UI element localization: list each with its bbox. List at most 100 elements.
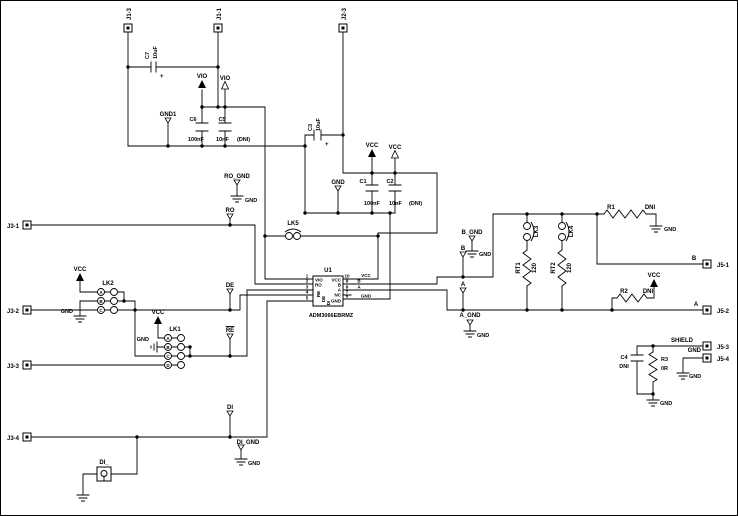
gnd-text-a: GND	[477, 333, 489, 339]
res-value-r2: DNI	[643, 289, 654, 295]
pin-net-a: A	[357, 285, 361, 290]
pin-num-2: 2	[306, 279, 309, 284]
lk2-pos-c: C	[99, 308, 103, 313]
connector-j2-3	[338, 23, 348, 33]
lk2-pos-a: A	[99, 290, 103, 295]
pin-net-vcc: VCC	[361, 273, 371, 278]
pin-net-b: B	[357, 279, 361, 284]
pin-num-7: 7	[346, 290, 349, 295]
net-label-di: DI	[227, 405, 233, 411]
cap-ref-c4: C4	[620, 355, 628, 361]
net-label-di-gnd: DI_GND	[237, 440, 260, 446]
b-tp-icon	[459, 251, 467, 258]
net-label-vio-2: VIO	[220, 76, 231, 82]
connector-j1-1	[213, 23, 223, 33]
cap-value-c2: 10nF	[389, 201, 402, 207]
power-arrows	[76, 80, 658, 324]
pin-name-gnd: GND	[331, 299, 342, 304]
res-ref-rt2: RT2	[551, 262, 557, 274]
a-gnd-tp-icon	[466, 319, 474, 326]
resistor-r2-body	[616, 293, 648, 303]
connector-label-j5-1: J5-1	[717, 263, 730, 269]
ic-u1	[304, 275, 352, 307]
cap-value-c4: DNI	[619, 364, 629, 370]
gnd-symbol-r3	[646, 399, 660, 407]
wires-logic-left-section	[30, 184, 314, 496]
resistor-r1-body	[603, 209, 647, 219]
cap-value-c5: 10nF	[216, 137, 229, 143]
net-label-a-gnd: A_GND	[459, 313, 481, 319]
net-label-gnd-j5: GND	[688, 348, 702, 354]
jumper-lk4	[558, 221, 570, 242]
pin-num-5: 5	[306, 296, 309, 301]
res-ref-r2: R2	[620, 289, 628, 295]
jumper-label-lk4: LK4	[569, 225, 575, 237]
ic-ref-u1: U1	[324, 268, 332, 274]
pin-num-9: 9	[346, 279, 349, 284]
cap-value-c1: 100nF	[364, 201, 381, 207]
gnd-text-lk2: GND	[61, 309, 73, 315]
res-value-rt2: 120	[567, 262, 573, 273]
connector-j5-4	[702, 353, 712, 363]
net-label-vcc-2: VCC	[389, 145, 402, 151]
net-label-ro-gnd: RO_GND	[224, 174, 250, 180]
jumper-label-lk5: LK5	[287, 221, 299, 227]
ground-symbols	[73, 195, 690, 502]
jumper-lk1	[164, 334, 185, 369]
gnd-text-r3: GND	[660, 401, 672, 407]
gnd-symbol-ro	[230, 195, 244, 203]
gnd-text-ro: GND	[245, 198, 257, 204]
tp-label-a: A	[461, 282, 466, 288]
jumper-label-lk2: LK2	[102, 281, 114, 287]
pin-name-a: A	[338, 288, 342, 293]
gnd-symbol-b	[465, 250, 479, 258]
ic-u1-pin-stubs	[304, 278, 352, 302]
pin-name-vcc: VCC	[331, 278, 341, 283]
gnd-flag-icon	[334, 185, 342, 192]
pin-name-nc: NC	[335, 293, 342, 298]
connector-j5-3	[702, 341, 712, 351]
pin-name-re: RE	[316, 291, 321, 297]
vcc-arrow-icon	[368, 149, 376, 157]
jumper-lk3	[523, 221, 535, 242]
net-label-vio-1: VIO	[197, 74, 208, 80]
connector-j5-2	[702, 305, 712, 315]
net-label-vcc-r2: VCC	[648, 273, 661, 279]
cap-note-c2: (DNI)	[409, 201, 422, 207]
connector-label-j2-3: J2-3	[342, 7, 348, 20]
gnd-text-b: GND	[479, 252, 491, 258]
net-label-vcc-lk2: VCC	[74, 267, 87, 273]
cap-value-c3: 10uF	[316, 118, 322, 131]
connector-label-j3-1: J3-1	[7, 224, 20, 230]
resistor-r3-body	[648, 351, 658, 383]
net-label-vcc-lk1: VCC	[152, 310, 165, 316]
net-label-di-conn: DI_	[99, 460, 109, 466]
connector-label-j3-2: J3-2	[7, 309, 20, 315]
net-label-shield: SHIELD	[671, 338, 694, 344]
connector-j1-3	[123, 23, 133, 33]
lk1-pos-a: A	[166, 336, 170, 341]
cap-ref-c6: C6	[189, 117, 196, 123]
connector-label-j5-2: J5-2	[717, 309, 730, 315]
resistor-rt1-body	[522, 249, 532, 287]
cap-ref-c1: C1	[359, 179, 366, 185]
ro-gnd-tp-icon	[233, 179, 241, 186]
jumper-label-lk1: LK1	[169, 327, 181, 333]
net-label-ro: RO	[226, 208, 235, 214]
ic-u1-body	[312, 275, 344, 307]
connector-label-j3-4: J3-4	[7, 436, 20, 442]
jumper-label-lk3: LK3	[534, 225, 540, 237]
gnd-text-lk1: GND	[137, 337, 149, 343]
res-value-r3: 0R	[661, 366, 668, 372]
connector-j3-2	[22, 305, 32, 315]
res-ref-rt1: RT1	[516, 262, 522, 274]
wires-vio-supply-section	[127, 31, 314, 280]
net-label-b-gnd: B_GND	[461, 230, 483, 236]
vcc-arrow-open-icon	[390, 149, 400, 159]
connector-label-j1-1: J1-1	[217, 7, 223, 20]
cap-ref-c3: C3	[308, 124, 314, 131]
connector-label-j5-3: J5-3	[717, 345, 730, 351]
pin-num-6: 6	[346, 294, 349, 299]
net-label-gnd1: GND1	[160, 112, 177, 118]
